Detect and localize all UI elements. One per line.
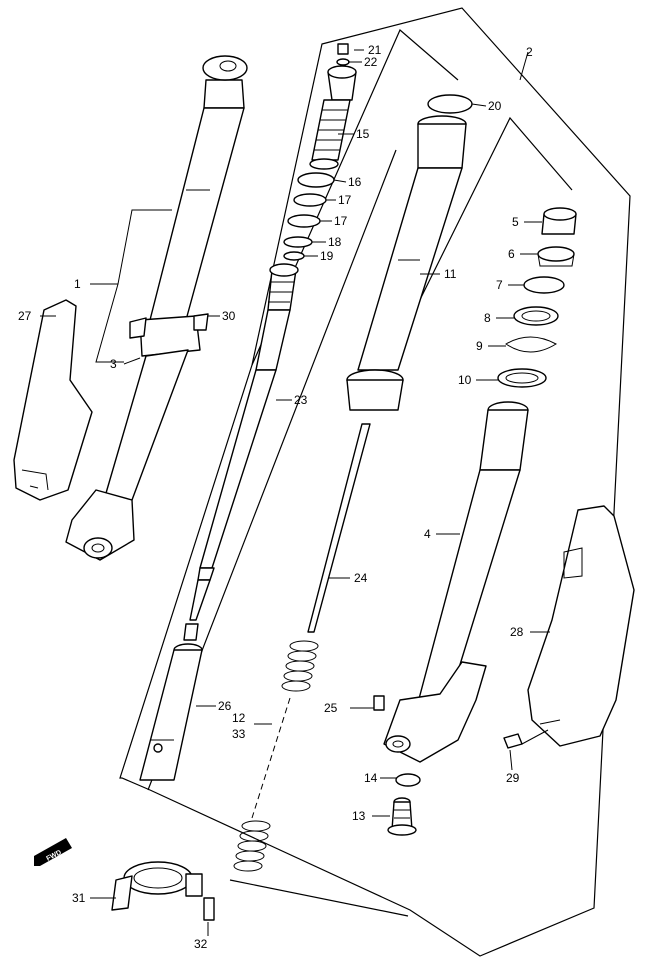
drain-plug xyxy=(387,797,417,836)
damper-rod xyxy=(183,263,299,641)
label-3: 3 xyxy=(110,357,117,371)
label-27: 27 xyxy=(18,309,32,323)
label-16: 16 xyxy=(348,175,362,189)
label-28: 28 xyxy=(510,625,524,639)
label-11: 11 xyxy=(444,267,457,281)
ring-stack xyxy=(283,172,335,261)
brake-hose-clamp xyxy=(111,861,203,911)
fork-guard-left xyxy=(13,299,93,501)
label-13: 13 xyxy=(352,809,366,823)
cap-bolt-stack xyxy=(309,43,357,170)
label-26: 26 xyxy=(218,699,232,713)
label-25: 25 xyxy=(324,701,338,715)
outer-tube xyxy=(346,115,467,411)
label-30: 30 xyxy=(222,309,236,323)
drain-washer xyxy=(395,773,421,787)
label-32: 32 xyxy=(194,937,208,951)
label-15: 15 xyxy=(356,127,370,141)
axle-bolt xyxy=(373,695,385,711)
clamp-bolt xyxy=(203,897,215,921)
fork-spring-lower xyxy=(233,820,271,872)
label-12: 12 xyxy=(232,711,246,725)
callout-labels: 21 22 15 16 17 17 18 19 20 2 5 6 7 8 9 1… xyxy=(18,43,533,951)
label-1: 1 xyxy=(74,277,81,291)
label-5: 5 xyxy=(512,215,519,229)
bottom-frame xyxy=(229,879,409,917)
label-7: 7 xyxy=(496,278,503,292)
label-29: 29 xyxy=(506,771,520,785)
label-6: 6 xyxy=(508,247,515,261)
label-24: 24 xyxy=(354,571,368,585)
fork-spring-upper xyxy=(281,640,319,692)
left-fork-leg xyxy=(65,55,248,561)
label-14: 14 xyxy=(364,771,378,785)
outer-tube-frame xyxy=(399,116,573,341)
label-9: 9 xyxy=(476,339,483,353)
label-8: 8 xyxy=(484,311,491,325)
damper-cylinder xyxy=(139,643,203,781)
label-10: 10 xyxy=(458,373,472,387)
forward-arrow-icon: FWD xyxy=(34,838,72,866)
label-33: 33 xyxy=(232,727,246,741)
label-17a: 17 xyxy=(338,193,352,207)
label-4: 4 xyxy=(424,527,431,541)
guard-bolt xyxy=(503,733,523,749)
label-19: 19 xyxy=(320,249,334,263)
label-17b: 17 xyxy=(334,214,348,228)
fork-guard-right xyxy=(527,505,635,747)
label-2: 2 xyxy=(526,45,533,59)
inner-tube xyxy=(383,401,529,763)
assembly-frame-outer xyxy=(119,7,631,957)
leader-lines xyxy=(40,49,550,936)
oil-seal-ring xyxy=(427,94,473,114)
label-20: 20 xyxy=(488,99,502,113)
guide-rod xyxy=(307,423,371,633)
label-18: 18 xyxy=(328,235,342,249)
seal-stack xyxy=(497,207,577,388)
label-23: 23 xyxy=(294,393,308,407)
label-22: 22 xyxy=(364,55,378,69)
spring-axis xyxy=(251,697,291,819)
label-21: 21 xyxy=(368,43,382,57)
label-31: 31 xyxy=(72,891,86,905)
